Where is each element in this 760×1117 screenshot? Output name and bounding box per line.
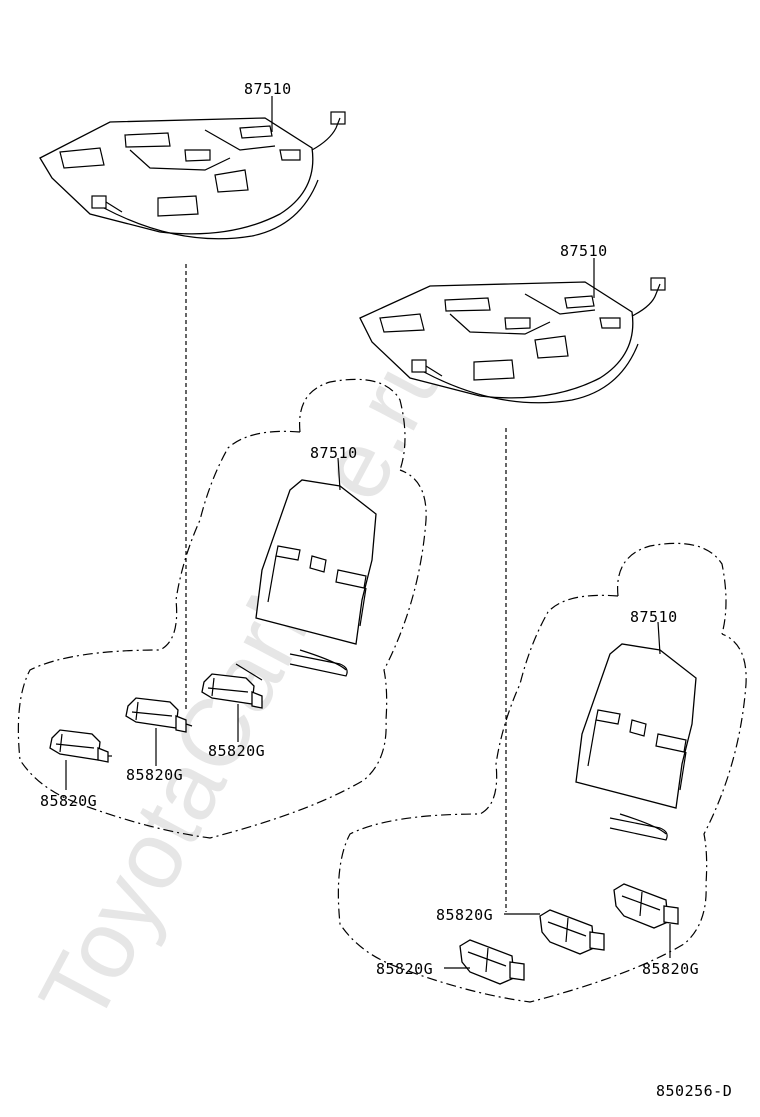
- part-label-85820g: 85820G: [208, 742, 265, 760]
- part-label-85820g: 85820G: [40, 792, 97, 810]
- part-label-87510: 87510: [630, 608, 678, 626]
- leader-line: [337, 457, 341, 491]
- part-label-85820g: 85820G: [642, 960, 699, 978]
- seat-heater-switch-right-1: [459, 939, 525, 985]
- seat-cushion-heater-right: [359, 277, 666, 404]
- part-label-87510: 87510: [310, 444, 358, 462]
- seat-heater-switch-left-3: [201, 663, 263, 709]
- seat-cushion-heater-left: [39, 111, 346, 240]
- part-label-87510: 87510: [560, 242, 608, 260]
- seat-right-outline: [337, 542, 747, 1003]
- part-label-85820g: 85820G: [436, 906, 493, 924]
- part-label-87510: 87510: [244, 80, 292, 98]
- leader-line: [657, 621, 661, 655]
- seat-heater-switch-right-3: [613, 883, 679, 929]
- part-label-85820g: 85820G: [376, 960, 433, 978]
- part-label-85820g: 85820G: [126, 766, 183, 784]
- seat-heater-switch-right-2: [539, 909, 605, 955]
- seat-heater-switch-left-1: [49, 729, 112, 763]
- seat-heater-switch-left-2: [125, 697, 193, 733]
- diagram-id: 850256-D: [656, 1082, 732, 1100]
- seat-back-heater-left: [255, 479, 377, 677]
- seat-back-heater-right: [575, 643, 697, 841]
- seat-left-outline: [17, 378, 427, 839]
